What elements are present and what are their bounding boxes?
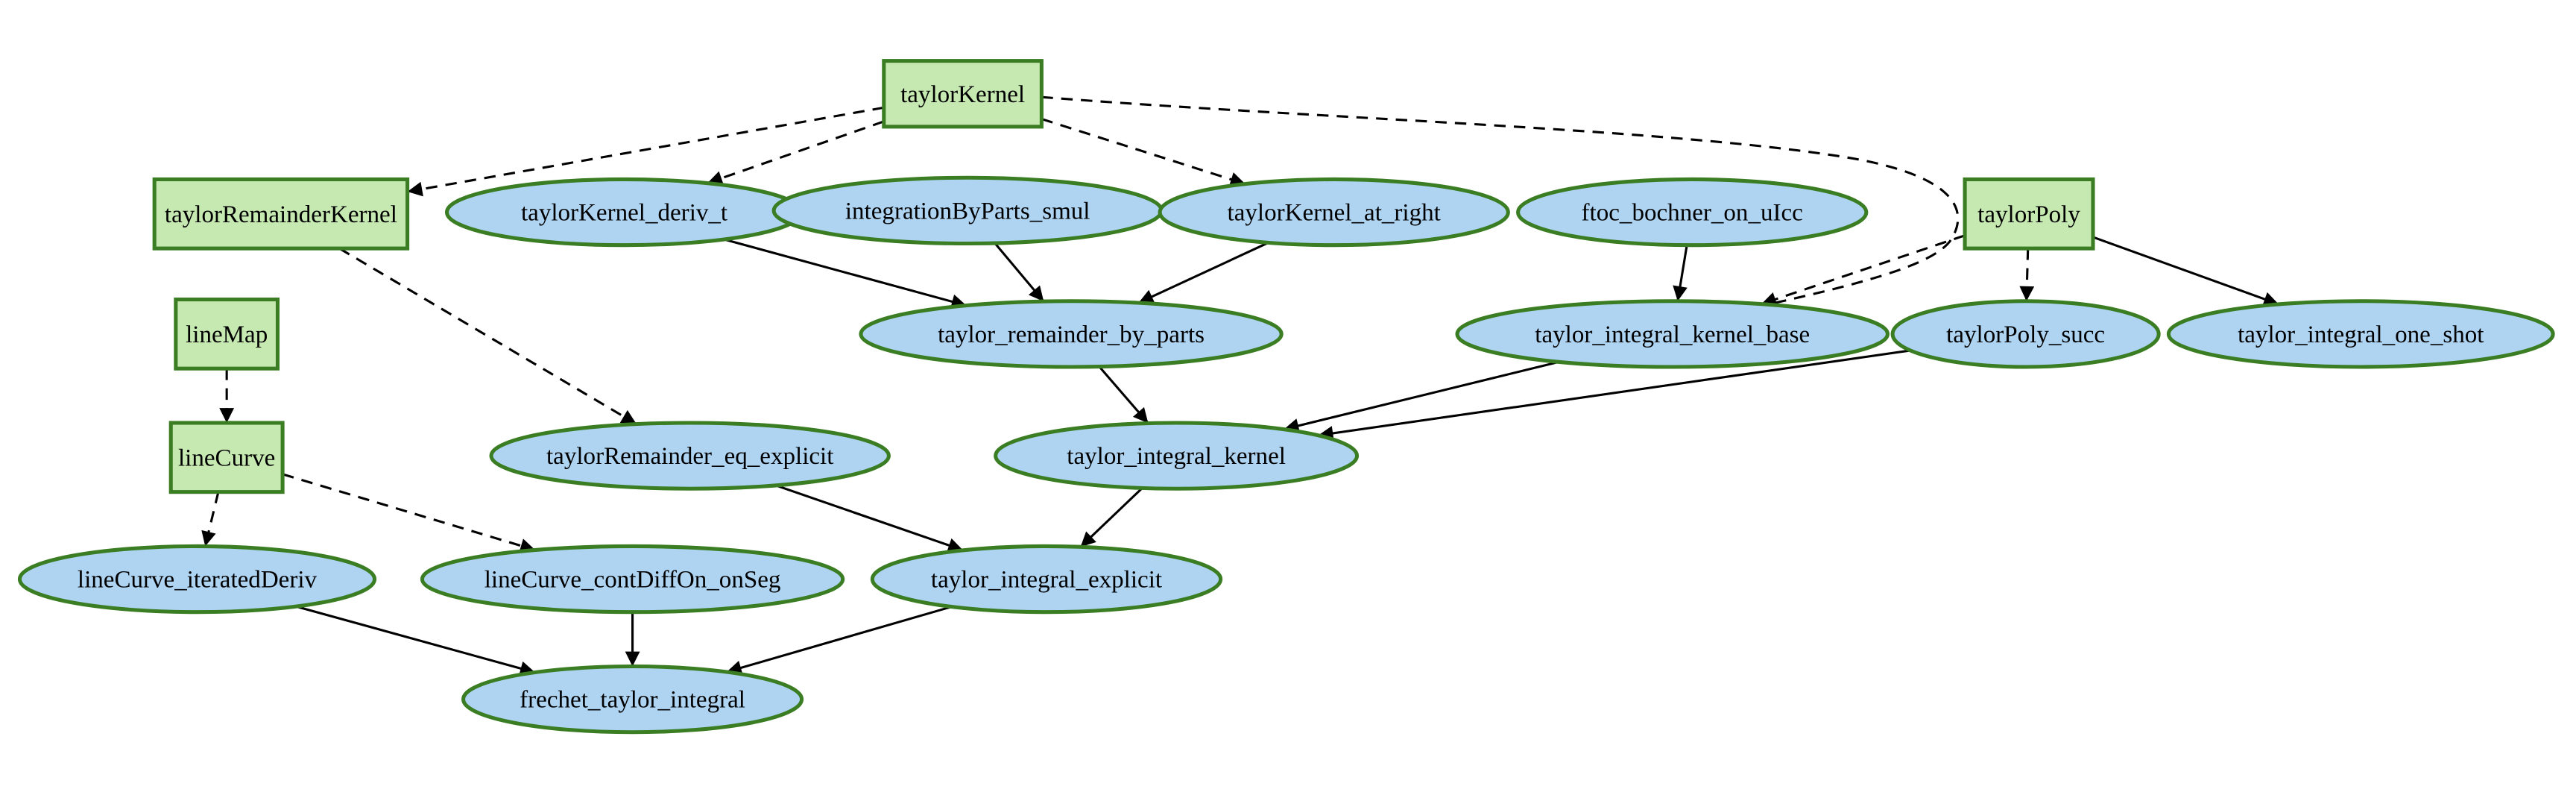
edge-taylor_integral_explicit-to-frechet_taylor_integral (726, 606, 952, 676)
node-taylorRemainder_eq_explicit[interactable]: taylorRemainder_eq_explicit (489, 421, 891, 491)
edge-lineCurve-to-lineCurve_iteratedDeriv (201, 491, 220, 547)
node-taylor_integral_explicit[interactable]: taylor_integral_explicit (870, 544, 1223, 615)
edge-ftoc_bochner_on_uIcc-to-taylor_integral_kernel_base (1673, 245, 1688, 301)
edge-taylorKernel-to-taylorKernel_at_right (1041, 118, 1246, 187)
edge-taylorRemainder_eq_explicit-to-taylor_integral_explicit (775, 484, 964, 553)
edges-layer (201, 95, 2279, 676)
edge-taylor_remainder_by_parts-to-taylor_integral_kernel (1098, 365, 1149, 424)
edge-taylorKernel_deriv_t-to-taylor_remainder_by_parts (724, 238, 967, 310)
node-taylor_integral_kernel[interactable]: taylor_integral_kernel (994, 421, 1360, 491)
node-lineCurve_contDiffOn_onSeg[interactable]: lineCurve_contDiffOn_onSeg (420, 544, 845, 615)
node-ellipse-lineCurve_contDiffOn_onSeg[interactable] (420, 544, 845, 615)
node-taylorKernel[interactable]: taylorKernel (882, 59, 1044, 129)
node-lineMap[interactable]: lineMap (174, 297, 280, 371)
node-taylorPoly[interactable]: taylorPoly (1963, 177, 2095, 251)
edge-taylorKernel-to-taylorKernel_deriv_t (707, 120, 885, 186)
node-ellipse-taylorPoly_succ[interactable] (1890, 299, 2161, 369)
edge-taylor_integral_kernel_base-to-taylor_integral_kernel (1284, 360, 1559, 433)
edge-taylorPoly-to-taylor_integral_kernel_base (1761, 234, 1966, 307)
node-taylor_remainder_by_parts[interactable]: taylor_remainder_by_parts (859, 299, 1284, 369)
node-ellipse-taylor_integral_kernel[interactable] (994, 421, 1360, 491)
node-ellipse-frechet_taylor_integral[interactable] (461, 664, 804, 735)
node-frechet_taylor_integral[interactable]: frechet_taylor_integral (461, 664, 804, 735)
node-ellipse-lineCurve_iteratedDeriv[interactable] (17, 544, 377, 615)
node-box-taylorKernel[interactable] (882, 59, 1044, 129)
node-taylor_integral_kernel_base[interactable]: taylor_integral_kernel_base (1455, 299, 1890, 369)
edge-taylorPoly-to-taylorPoly_succ (2019, 248, 2035, 301)
edge-taylorRemainderKernel-to-taylorRemainder_eq_explicit (338, 247, 637, 425)
edge-lineCurve_iteratedDeriv-to-frechet_taylor_integral (295, 605, 536, 676)
nodes-layer: taylorKernel taylorRemainderKernel taylorK… (17, 59, 2555, 735)
edge-taylorKernel_at_right-to-taylor_remainder_by_parts (1137, 242, 1269, 304)
edge-taylorPoly_succ-to-taylor_integral_kernel (1318, 349, 1911, 441)
node-ellipse-integrationByParts_smul[interactable] (771, 175, 1164, 246)
edge-taylorKernel-to-taylor_integral_kernel_base (1041, 95, 1960, 310)
node-taylorPoly_succ[interactable]: taylorPoly_succ (1890, 299, 2161, 369)
node-box-lineMap[interactable] (174, 297, 280, 371)
node-ellipse-taylor_remainder_by_parts[interactable] (859, 299, 1284, 369)
edge-taylorKernel-to-taylorRemainderKernel (407, 106, 885, 197)
node-taylor_integral_one_shot[interactable]: taylor_integral_one_shot (2166, 299, 2555, 369)
node-box-taylorPoly[interactable] (1963, 177, 2095, 251)
node-taylorKernel_deriv_t[interactable]: taylorKernel_deriv_t (444, 177, 804, 248)
edge-taylorPoly-to-taylor_integral_one_shot (2092, 236, 2279, 307)
edge-lineCurve-to-lineCurve_contDiffOn_onSeg (282, 473, 536, 553)
node-box-taylorRemainderKernel[interactable] (152, 177, 410, 251)
node-ellipse-taylorKernel_deriv_t[interactable] (444, 177, 804, 248)
node-lineCurve_iteratedDeriv[interactable]: lineCurve_iteratedDeriv (17, 544, 377, 615)
edge-taylor_integral_kernel-to-taylor_integral_explicit (1079, 487, 1143, 548)
node-ellipse-ftoc_bochner_on_uIcc[interactable] (1516, 177, 1869, 248)
node-ellipse-taylor_integral_one_shot[interactable] (2166, 299, 2555, 369)
node-lineCurve[interactable]: lineCurve (168, 421, 285, 494)
node-ellipse-taylor_integral_explicit[interactable] (870, 544, 1223, 615)
node-ftoc_bochner_on_uIcc[interactable]: ftoc_bochner_on_uIcc (1516, 177, 1869, 248)
edge-integrationByParts_smul-to-taylor_remainder_by_parts (994, 242, 1045, 303)
node-box-lineCurve[interactable] (168, 421, 285, 494)
node-taylorRemainderKernel[interactable]: taylorRemainderKernel (152, 177, 410, 251)
node-ellipse-taylor_integral_kernel_base[interactable] (1455, 299, 1890, 369)
node-taylorKernel_at_right[interactable]: taylorKernel_at_right (1158, 177, 1510, 248)
node-integrationByParts_smul[interactable]: integrationByParts_smul (771, 175, 1164, 246)
node-ellipse-taylorRemainder_eq_explicit[interactable] (489, 421, 891, 491)
node-ellipse-taylorKernel_at_right[interactable] (1158, 177, 1510, 248)
